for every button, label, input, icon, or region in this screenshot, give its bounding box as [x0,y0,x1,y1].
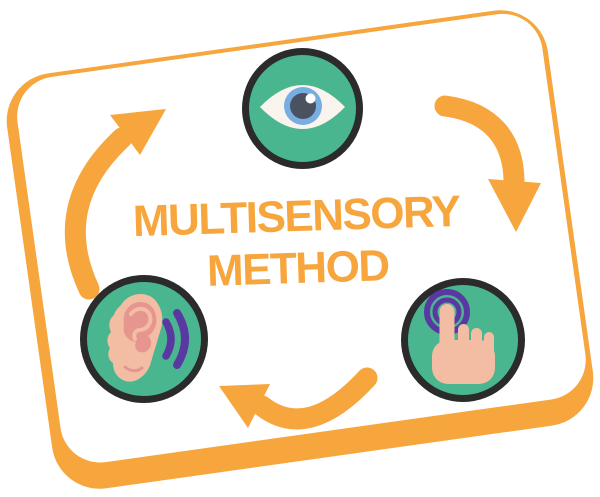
ear-icon [80,275,208,403]
cycle-node-touch [401,278,525,402]
sound-wave-outer [173,309,189,369]
arrow-left-up-icon [64,109,166,300]
arrow-right-down-icon [434,95,541,232]
ear-lobe-crease [123,365,144,373]
touch-icon [401,278,525,402]
ear-swirl [129,307,153,341]
eye-highlight [305,93,316,104]
cycle-node-sight [242,48,363,169]
arrow-bottom-left-icon [219,367,378,430]
poster-title: MULTISENSORY METHOD [95,185,498,302]
palm [432,340,495,384]
eye-icon [242,48,363,169]
cycle-node-hearing [80,275,208,403]
sound-wave-inner [162,318,175,360]
